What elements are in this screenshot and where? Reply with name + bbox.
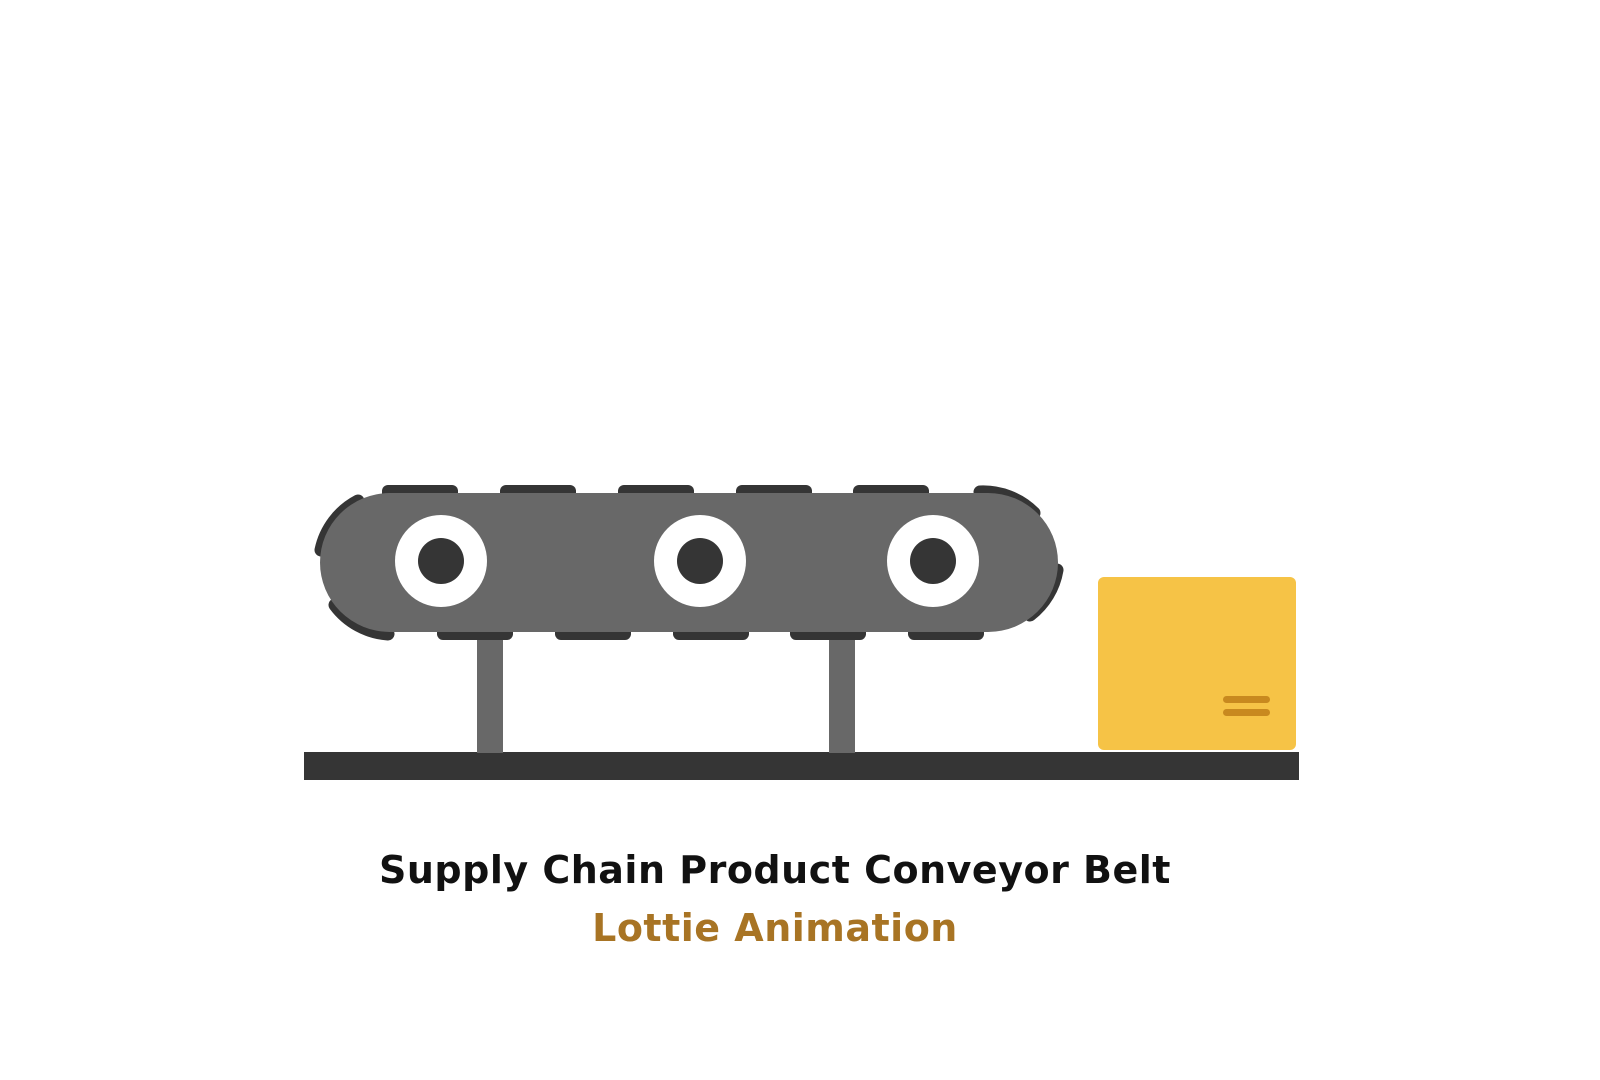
- wheel-left: [395, 515, 487, 607]
- page-title: Supply Chain Product Conveyor Belt: [379, 848, 1171, 892]
- leg-left: [477, 630, 503, 753]
- wheel-right: [887, 515, 979, 607]
- leg-right: [829, 630, 855, 753]
- box-label-mark: [1223, 696, 1270, 703]
- product-box: [1098, 577, 1296, 750]
- page-subtitle: Lottie Animation: [592, 906, 958, 950]
- wheel-middle: [654, 515, 746, 607]
- floor-bar: [304, 752, 1299, 780]
